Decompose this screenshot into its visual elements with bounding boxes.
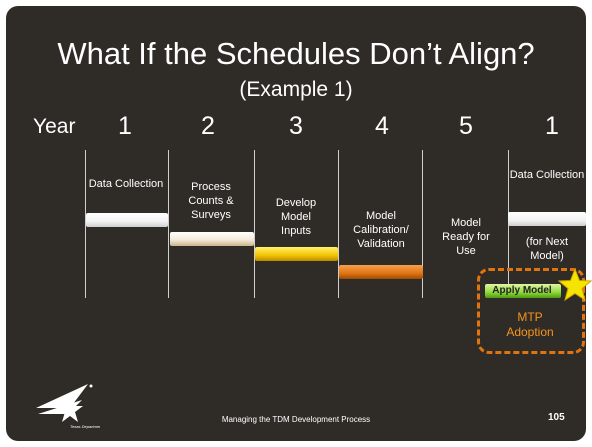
- phase-calibration-label: Model Calibration/ Validation: [353, 210, 409, 250]
- phase-calibration-bar: [339, 265, 423, 279]
- phase-next-collection-note: (for Next Model): [525, 236, 569, 262]
- phase-next-collection-label: Data Collection: [509, 169, 585, 181]
- year-number-2: 2: [201, 112, 215, 140]
- year-divider: [168, 150, 169, 298]
- phase-process-counts-label: Process Counts & Surveys: [188, 181, 234, 221]
- txdot-logo: Texas Department of Transportation: [36, 384, 100, 429]
- slide-subtitle: (Example 1): [239, 78, 353, 101]
- year-label: Year: [33, 115, 76, 138]
- phase-develop-inputs-label: Develop Model Inputs: [275, 197, 317, 237]
- star-icon: [558, 268, 592, 302]
- mtp-highlight-box: [477, 268, 585, 354]
- apply-model-bar: [485, 284, 561, 298]
- mtp-adoption-label: MTP Adoption: [506, 310, 554, 339]
- phase-data-collection-bar: [86, 213, 168, 227]
- phase-data-collection-label: Data Collection: [88, 178, 164, 190]
- year-divider: [85, 150, 86, 298]
- year-divider: [338, 150, 339, 298]
- year-divider: [422, 150, 423, 298]
- svg-text:Texas Department of Transporta: Texas Department of Transportation: [70, 424, 100, 429]
- slide-title: What If the Schedules Don’t Align?: [57, 36, 535, 71]
- phase-ready-label: Model Ready for Use: [442, 217, 490, 257]
- slide-footer: Managing the TDM Development Process: [221, 415, 371, 424]
- year-number-4: 4: [375, 112, 389, 140]
- phase-develop-inputs-bar: [255, 247, 338, 261]
- year-number-1: 1: [118, 112, 132, 140]
- year-number-6: 1: [545, 112, 559, 140]
- year-divider: [254, 150, 255, 298]
- phase-process-counts-bar: [170, 232, 254, 246]
- year-number-5: 5: [459, 112, 473, 140]
- phase-next-collection-bar: [508, 212, 586, 226]
- page-number: 105: [548, 412, 565, 423]
- year-number-3: 3: [289, 112, 303, 140]
- apply-model-label: Apply Model: [492, 285, 552, 296]
